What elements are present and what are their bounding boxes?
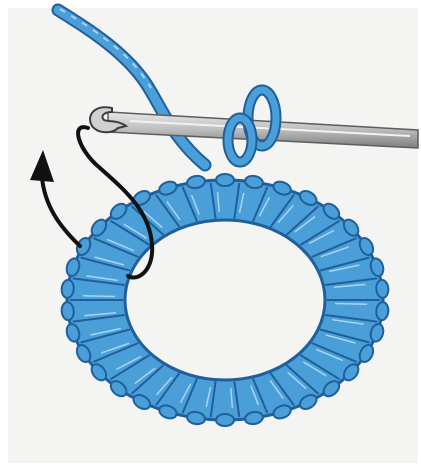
direction-arrow-icon: [30, 150, 80, 246]
stitch-highlight: [335, 304, 367, 305]
chain-edge: [61, 302, 75, 321]
chain-edge: [216, 174, 234, 186]
chain-edge: [375, 279, 389, 298]
chain-edge: [216, 414, 234, 426]
yarn-ring-icon: [61, 174, 389, 426]
stitch-highlight: [83, 296, 115, 297]
chain-edge: [375, 302, 389, 321]
chain-edge: [61, 279, 75, 298]
